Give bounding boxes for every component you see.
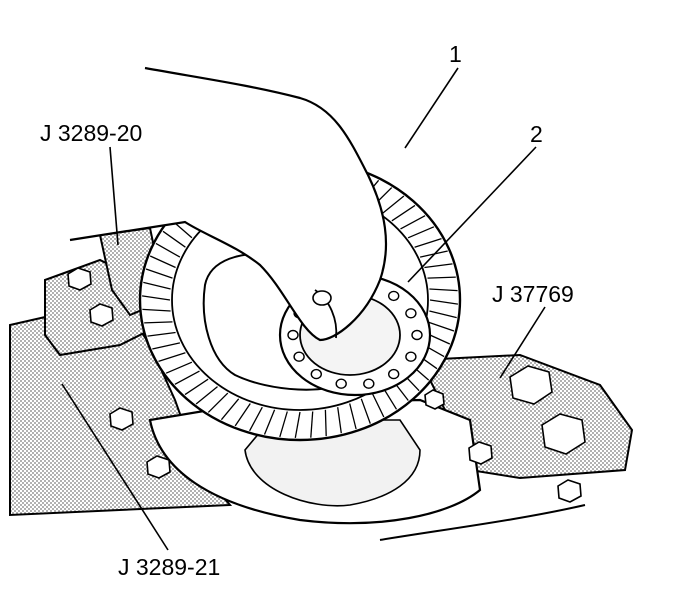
gear-tooth <box>391 204 416 222</box>
bolt-left-upper <box>67 267 92 291</box>
gear-tooth <box>427 321 455 332</box>
bolt-hole <box>388 368 400 380</box>
bolt-hole <box>405 308 417 319</box>
callout-1: 1 <box>449 41 462 67</box>
gear-tooth <box>195 386 218 405</box>
gear-tooth <box>360 398 371 424</box>
leader-j37769 <box>499 306 546 379</box>
gear-tooth <box>324 409 327 437</box>
callout-j3289-21: J 3289-21 <box>118 554 221 580</box>
gear-tooth <box>155 242 181 258</box>
bolt-bottom-right <box>557 479 582 503</box>
gear-tooth <box>234 403 251 427</box>
gear-tooth <box>142 308 171 312</box>
bolt-hole <box>363 378 375 389</box>
gear-tooth <box>152 342 181 350</box>
gear-tooth <box>400 215 426 230</box>
pinion-shaft-end <box>312 290 332 306</box>
callout-j37769: J 37769 <box>492 281 574 307</box>
gear-tooth <box>427 276 456 279</box>
gear-tooth <box>207 392 229 413</box>
bolt-hole <box>293 351 305 362</box>
gear-tooth <box>294 411 301 439</box>
bolt-head-large-top <box>509 365 553 405</box>
fixture-bolts <box>67 267 586 503</box>
gear-tooth <box>249 406 263 432</box>
hand <box>69 66 388 342</box>
bolt-bottom-left <box>146 455 171 479</box>
gear-tooth <box>184 378 209 396</box>
gear-tooth <box>158 352 186 363</box>
bolt-hole <box>310 368 322 380</box>
gear-tooth <box>174 370 200 385</box>
gear-tooth <box>429 299 458 305</box>
gear-tooth <box>149 255 176 269</box>
callout-j3289-20: J 3289-20 <box>40 120 143 146</box>
gear-tooth <box>337 407 342 434</box>
leader-j3289-21 <box>61 383 169 551</box>
leader-lines <box>61 67 546 551</box>
bolt-hole <box>335 378 347 389</box>
gear-tooth <box>429 288 458 292</box>
bolt-hole <box>388 290 400 302</box>
gear-tooth <box>310 411 314 438</box>
bolt-right-small <box>468 441 493 465</box>
gear-tooth <box>349 403 357 430</box>
gear-tooth <box>145 268 173 279</box>
gear-tooth <box>382 195 405 214</box>
leader-1 <box>404 67 459 149</box>
gear-tooth <box>429 310 457 319</box>
bolt-hole <box>287 329 299 341</box>
leader-j3289-20 <box>109 146 119 246</box>
bolt-head-large-bottom <box>541 413 586 455</box>
bolt-left-lower <box>109 407 134 431</box>
gear-tooth <box>142 295 171 301</box>
gear-tooth <box>407 226 435 239</box>
housing-flange-curve <box>379 504 586 541</box>
gear-tooth <box>414 237 442 248</box>
callout-2: 2 <box>530 121 543 147</box>
bolt-left-middle <box>89 303 114 327</box>
gear-tooth <box>424 263 453 269</box>
gear-tooth <box>144 321 173 324</box>
gear-tooth <box>371 392 385 418</box>
leader-2 <box>407 146 537 283</box>
gear-tooth <box>220 398 240 421</box>
gear-tooth <box>279 411 288 438</box>
gear-tooth <box>263 409 276 435</box>
gear-tooth <box>162 230 186 248</box>
gear-tooth <box>147 331 176 337</box>
housing-inner-cavity <box>244 419 421 507</box>
bolt-right-top <box>424 389 445 410</box>
bolt-hole <box>411 329 423 341</box>
gear-tooth <box>143 281 171 290</box>
bolt-hole <box>405 351 417 362</box>
gear-tooth <box>165 361 193 374</box>
